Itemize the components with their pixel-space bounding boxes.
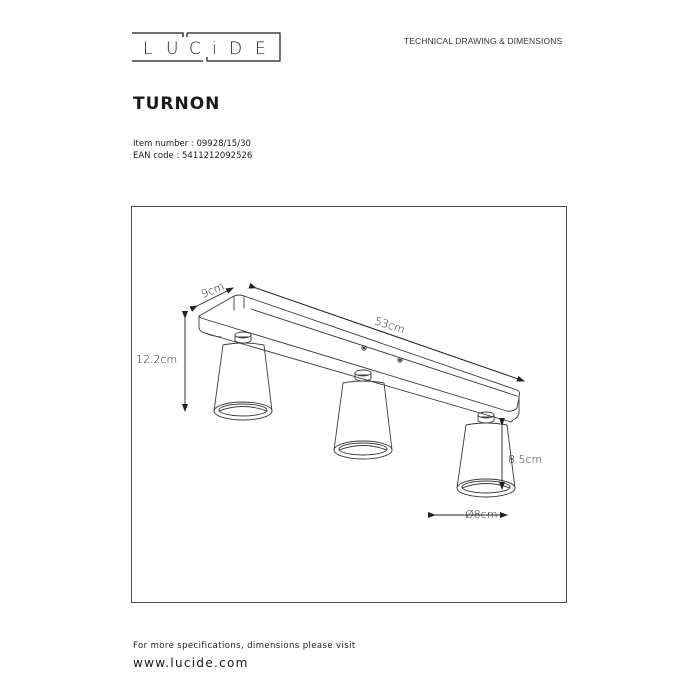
dim-depth: 9cm (199, 280, 226, 301)
item-number: Item number : 09928/15/30 (133, 139, 251, 149)
ceiling-plate (198, 294, 521, 423)
dim-length: 53cm (373, 314, 406, 336)
brand-letter-u: U (166, 39, 178, 59)
brand-letter-i: i (212, 39, 217, 59)
technical-drawing: 9cm 53cm 12.2cm 8.5cm Ø8cm (131, 206, 567, 603)
brand-letter-e: E (255, 39, 266, 59)
brand-letter-d: D (229, 39, 242, 59)
dim-total-height: 12.2cm (136, 353, 177, 366)
dim-shade-diameter: Ø8cm (465, 508, 497, 521)
spot-1 (213, 331, 273, 421)
brand-letter-c: C (189, 39, 201, 59)
ean-code: EAN code : 5411212092526 (133, 151, 253, 161)
brand-logo: L U C i D E (131, 32, 281, 62)
product-title: TURNON (133, 94, 221, 114)
brand-letter-l: L (143, 39, 152, 59)
footer-note: For more specifications, dimensions plea… (133, 641, 356, 651)
product-meta: Item number : 09928/15/30 EAN code : 541… (133, 138, 252, 162)
document-type-label: TECHNICAL DRAWING & DIMENSIONS (404, 36, 563, 46)
spot-2 (333, 369, 393, 460)
dim-shade-height: 8.5cm (508, 453, 542, 466)
website-link[interactable]: www.lucide.com (133, 656, 249, 670)
spot-3 (456, 411, 516, 498)
drawing-frame (131, 206, 567, 603)
